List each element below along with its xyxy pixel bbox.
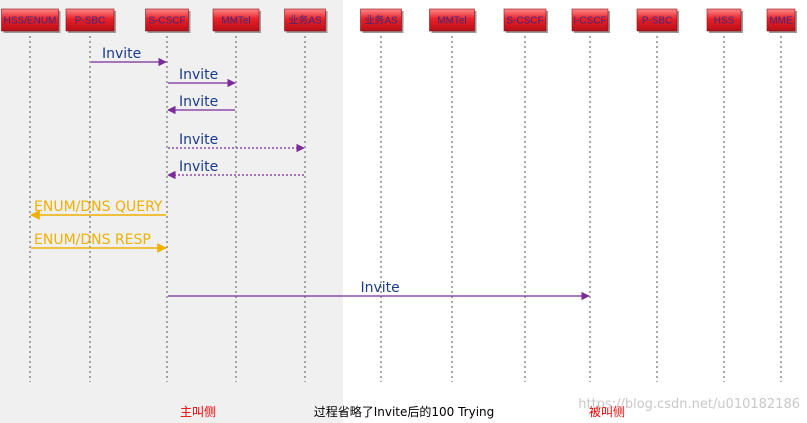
entity-box-fill — [429, 8, 475, 32]
entity-box-fill — [571, 8, 609, 32]
message-3: Invite — [168, 132, 305, 153]
message-0: Invite — [91, 46, 167, 67]
entity-label: P-SBC — [642, 16, 673, 27]
entity-box-fill — [503, 8, 547, 32]
message-4: Invite — [167, 159, 304, 180]
message-label: Invite — [179, 132, 218, 148]
entity-label: MME — [769, 16, 793, 27]
lifelines — [29, 31, 782, 382]
footer-note: 过程省略了Invite后的100 Trying — [314, 404, 495, 419]
entity-box-3: MMTel — [212, 8, 261, 33]
entity-box-5: 业务AS — [360, 8, 404, 33]
entity-box-fill — [145, 8, 189, 32]
message-label: Invite — [179, 159, 218, 175]
footer-caller-side: 主叫侧 — [180, 405, 216, 419]
entity-label: MMTel — [221, 16, 250, 27]
entity-label: S-CSCF — [148, 16, 185, 27]
entity-label: 业务AS — [288, 14, 322, 27]
entity-box-0: HSS/ENUM — [1, 8, 61, 33]
entity-box-9: P-SBC — [636, 8, 679, 33]
message-6: ENUM/DNS RESP — [31, 232, 167, 253]
entity-box-4: 业务AS — [284, 8, 328, 33]
entity-box-8: I-CSCF — [571, 8, 610, 33]
message-1: Invite — [168, 67, 236, 88]
entity-label: P-SBC — [75, 16, 106, 27]
entity-box-6: MMTel — [429, 8, 477, 33]
entity-box-2: S-CSCF — [145, 8, 191, 33]
message-label: ENUM/DNS QUERY — [34, 199, 163, 215]
entity-box-7: S-CSCF — [503, 8, 548, 33]
message-7: Invite — [168, 280, 590, 301]
entity-label: MMTel — [437, 16, 466, 27]
entity-box-fill — [706, 8, 742, 32]
entity-label: S-CSCF — [506, 16, 543, 27]
entity-label: HSS/ENUM — [4, 16, 57, 27]
message-label: ENUM/DNS RESP — [34, 232, 151, 248]
entity-label: I-CSCF — [573, 16, 606, 27]
entity-label: HSS — [714, 16, 735, 27]
entity-box-fill — [636, 8, 678, 32]
entity-box-fill — [766, 8, 796, 32]
entity-box-fill — [1, 8, 59, 32]
entity-box-fill — [284, 8, 326, 32]
entity-box-1: P-SBC — [65, 8, 116, 33]
footer-callee-side: 被叫侧 — [589, 405, 625, 419]
entity-header-row: HSS/ENUM P-SBC S-CSCF MMTel 业务AS 业务AS MMTel S-C… — [1, 8, 797, 33]
message-label: Invite — [179, 94, 218, 110]
entity-label: 业务AS — [364, 14, 398, 27]
message-label: Invite — [361, 280, 400, 296]
message-5: ENUM/DNS QUERY — [30, 199, 166, 220]
message-2: Invite — [167, 94, 235, 115]
entity-box-fill — [212, 8, 260, 32]
entity-box-fill — [65, 8, 115, 32]
message-label: Invite — [179, 67, 218, 83]
entity-box-fill — [360, 8, 402, 32]
entity-box-10: HSS — [706, 8, 743, 33]
message-label: Invite — [102, 46, 141, 62]
entity-box-11: MME — [766, 8, 797, 33]
watermark: https://blog.csdn.net/u010182186 — [578, 397, 800, 412]
caller-side-panel — [0, 0, 343, 423]
